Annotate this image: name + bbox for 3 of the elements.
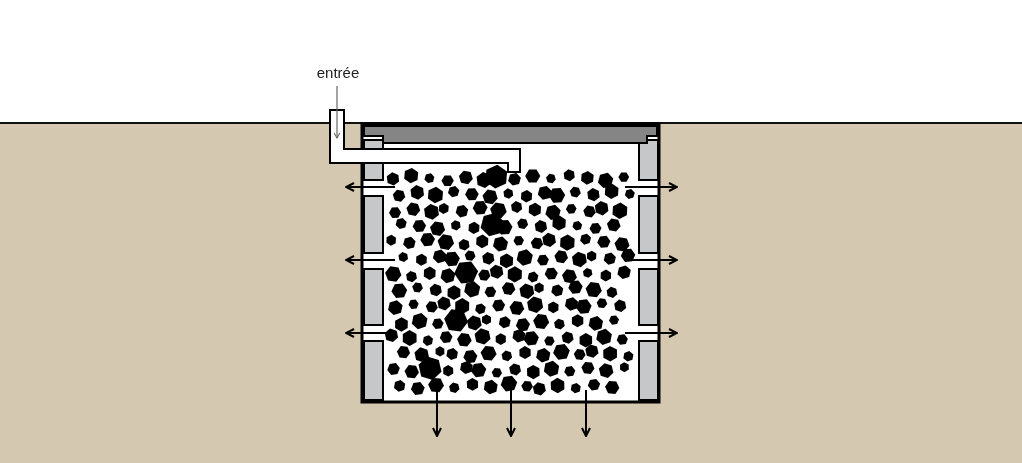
leader-arrow	[333, 85, 341, 139]
inlet-pipe	[329, 108, 523, 174]
inlet-label: entrée	[306, 64, 370, 81]
